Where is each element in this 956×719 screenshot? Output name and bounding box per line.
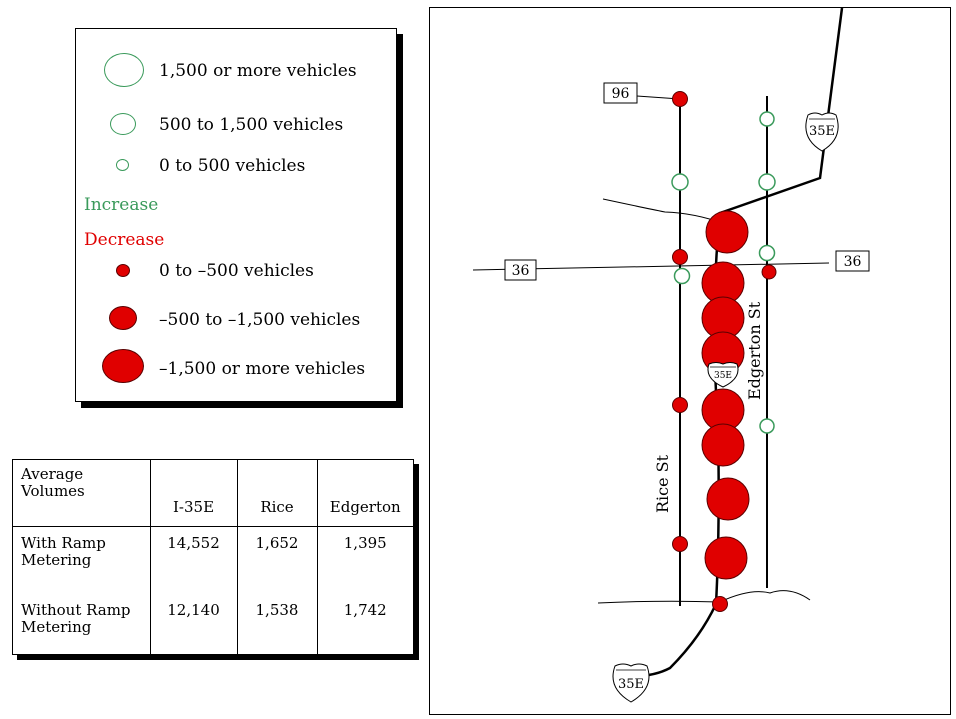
legend-heading-increase: Increase — [84, 195, 159, 215]
table-header-label: Average Volumes — [13, 460, 151, 527]
decrease-marker — [672, 249, 688, 265]
top-edge-road — [602, 198, 726, 225]
decrease-small-circle-icon — [116, 264, 130, 277]
i35e-mid-shield-icon — [707, 362, 739, 388]
i35e-bottom-shield-icon — [612, 663, 650, 703]
table-header-i35e: I-35E — [150, 460, 238, 527]
volumes-table-box: Average Volumes I-35E Rice Edgerton With… — [12, 459, 414, 655]
cell-edgerton: 1,395 — [343, 534, 387, 552]
legend-heading-decrease: Decrease — [84, 230, 165, 250]
route-36-right-shield-icon — [835, 250, 870, 272]
table-header-rice: Rice — [237, 460, 318, 527]
decrease-marker — [701, 423, 745, 467]
legend-box: 1,500 or more vehicles 500 to 1,500 vehi… — [75, 28, 397, 402]
route-96-shield-icon — [603, 82, 638, 104]
volumes-table: Average Volumes I-35E Rice Edgerton With… — [13, 460, 413, 654]
table-header-row: Average Volumes I-35E Rice Edgerton — [13, 460, 413, 527]
edgerton-street-label: Edgerton St — [745, 301, 764, 400]
decrease-marker — [672, 91, 688, 107]
table-header-edgerton: Edgerton — [317, 460, 413, 527]
cell-i35e: 14,552 — [150, 526, 238, 592]
i35e-mid-label: 35E — [714, 371, 732, 381]
rice-street-label: Rice St — [653, 454, 672, 513]
increase-marker — [671, 173, 689, 191]
legend-label-decrease-small: 0 to –500 vehicles — [159, 261, 314, 281]
row-label: Without Ramp Metering — [13, 592, 151, 654]
row-label: With Ramp Metering — [13, 526, 151, 592]
route-36-right-label: 36 — [844, 254, 862, 270]
decrease-marker — [712, 596, 728, 612]
road-map: 96 36 36 35E 35E 35E Rice St Edgerton St — [472, 8, 870, 703]
table-row: Without Ramp Metering 12,140 1,538 1,742 — [13, 592, 413, 654]
i35e-bottom-label: 35E — [618, 677, 644, 692]
decrease-marker — [705, 210, 749, 254]
cell-rice: 1,652 — [237, 526, 318, 592]
cell-i35e: 12,140 — [150, 592, 238, 654]
decrease-marker — [672, 536, 688, 552]
route-96-label: 96 — [612, 86, 630, 102]
table-row: With Ramp Metering 14,552 1,652 1,395 — [13, 526, 413, 592]
increase-marker — [673, 267, 691, 285]
legend-label-increase-medium: 500 to 1,500 vehicles — [159, 115, 344, 135]
cell-rice: 1,538 — [237, 592, 318, 654]
increase-marker — [758, 244, 776, 262]
decrease-markers — [672, 91, 777, 612]
increase-marker — [759, 418, 775, 434]
decrease-large-circle-icon — [102, 349, 144, 383]
increase-marker — [758, 173, 776, 191]
decrease-marker — [761, 264, 777, 280]
legend-label-decrease-large: –1,500 or more vehicles — [159, 359, 366, 379]
cell-edgerton: 1,742 — [343, 601, 387, 619]
i35e-top-label: 35E — [809, 124, 835, 139]
legend-label-increase-large: 1,500 or more vehicles — [159, 61, 357, 81]
map-panel: 96 36 36 35E 35E 35E Rice St Edgerton St — [429, 7, 951, 715]
legend-label-increase-small: 0 to 500 vehicles — [159, 156, 306, 176]
increase-large-circle-icon — [104, 53, 144, 87]
decrease-medium-circle-icon — [109, 306, 137, 330]
increase-marker — [759, 111, 775, 127]
route-36-left-shield-icon — [504, 259, 537, 281]
decrease-marker — [672, 397, 688, 413]
decrease-marker — [706, 477, 750, 521]
decrease-marker — [704, 536, 748, 580]
legend-label-decrease-medium: –500 to –1,500 vehicles — [159, 310, 361, 330]
bottom-edge-road — [597, 590, 811, 604]
increase-small-circle-icon — [116, 159, 129, 171]
increase-medium-circle-icon — [110, 113, 136, 135]
increase-markers — [671, 111, 776, 434]
i35e-top-shield-icon — [805, 112, 839, 152]
route-36-left-label: 36 — [512, 263, 530, 279]
